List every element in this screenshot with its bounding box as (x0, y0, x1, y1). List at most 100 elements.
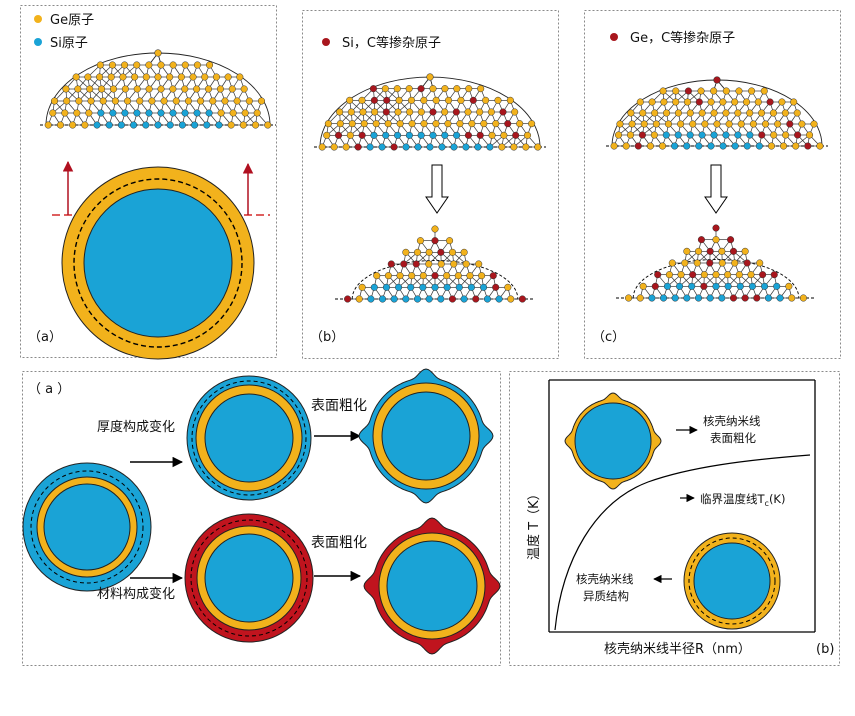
si-atom (203, 121, 211, 129)
ge-atom (160, 97, 168, 105)
ge-atom (741, 247, 749, 255)
ge-atom (108, 61, 117, 69)
transition-arrow-c (704, 164, 728, 214)
ge-atom (431, 225, 439, 233)
ge-atom (769, 109, 778, 117)
si-core (381, 391, 471, 481)
ge-atom (700, 271, 708, 279)
ge-atom (142, 73, 150, 81)
x-axis-label: 核壳纳米线半径R（nm） (604, 642, 751, 657)
ge-atom (221, 97, 229, 105)
ge-atom (336, 120, 344, 128)
ge-atom (395, 96, 403, 104)
bottom-a-label: （ a ） (28, 382, 70, 397)
si-atom (390, 295, 398, 303)
si-atom (651, 282, 659, 290)
ge-atom (402, 248, 410, 256)
ge-atom (788, 294, 796, 302)
ge-atom (610, 142, 618, 150)
dopant-atom (334, 131, 343, 139)
hollow-down-arrow (704, 164, 728, 214)
ge-atom (651, 109, 659, 117)
rough-cross-section-si (358, 368, 494, 504)
ge-atom (622, 142, 630, 150)
ge-atom (358, 96, 366, 104)
ge-atom (693, 259, 701, 267)
si-atom (97, 109, 105, 117)
ge-atom (724, 271, 732, 279)
si-atom (464, 131, 472, 139)
ge-atom (197, 97, 205, 105)
ge-atom (737, 120, 745, 128)
panel-top-b-frame (302, 10, 559, 359)
si-atom (382, 131, 390, 139)
ge-atom (731, 98, 739, 106)
ge-atom (406, 108, 414, 116)
ge-atom (169, 61, 177, 69)
ge-atom (488, 131, 496, 139)
ge-atom (453, 85, 461, 93)
si-atom (130, 121, 138, 129)
ge-atom (224, 73, 232, 81)
ge-atom (99, 97, 107, 105)
si-atom (378, 143, 386, 151)
si-atom (674, 131, 682, 139)
ge-atom (652, 120, 660, 128)
ge-atom (87, 97, 95, 105)
ge-atom (665, 271, 673, 279)
dopant-atom (469, 96, 477, 104)
ge-atom (86, 85, 94, 93)
ge-atom (107, 73, 115, 81)
dopant-atom (706, 259, 714, 267)
ge-atom (805, 131, 814, 139)
si-atom (719, 142, 727, 150)
ge-atom (664, 120, 673, 128)
si-atom (683, 294, 691, 302)
si-atom (758, 131, 766, 139)
legend-dopant-c-text: Ge，C等掺杂原子 (630, 30, 735, 46)
si-atom (414, 143, 422, 151)
dopant-atom (387, 260, 395, 268)
ge-atom (425, 260, 433, 268)
legend-si-text: Si原子 (50, 36, 88, 51)
ge-atom (689, 120, 697, 128)
ge-atom (816, 142, 824, 150)
ge-atom (639, 282, 647, 290)
si-atom (755, 142, 763, 150)
ge-atom (204, 85, 213, 93)
ge-atom (136, 97, 144, 105)
ge-atom (318, 143, 326, 151)
si-atom (154, 121, 162, 129)
hetero-label-line2: 异质结构 (583, 589, 629, 603)
si-atom (431, 283, 439, 291)
si-atom (492, 283, 500, 291)
ge-atom (121, 61, 129, 69)
ge-atom (359, 108, 367, 116)
dopant-atom (383, 96, 391, 104)
si-atom (181, 109, 189, 117)
ge-atom (154, 73, 162, 81)
ge-atom (240, 85, 248, 93)
si-atom (722, 131, 730, 139)
ge-atom (355, 295, 363, 303)
ge-atom (56, 121, 64, 129)
ge-atom (124, 97, 132, 105)
ge-atom (785, 282, 793, 290)
ge-atom (793, 109, 801, 117)
si-atom (379, 295, 387, 303)
si-atom (710, 131, 718, 139)
ge-atom (181, 61, 189, 69)
dopant-atom (743, 259, 751, 267)
ge-atom (444, 96, 453, 104)
ge-atom (371, 108, 379, 116)
ge-atom (767, 142, 776, 150)
ge-atom (166, 73, 174, 81)
legend-dopant-c: Ge，C等掺杂原子 (610, 30, 735, 46)
ge-atom (511, 108, 519, 116)
dopant-atom (786, 120, 794, 128)
roughening-bottom-label: 表面粗化 (311, 535, 367, 551)
si-atom (405, 131, 413, 139)
ge-atom (718, 259, 726, 267)
si-atom (724, 282, 732, 290)
si-atom (761, 282, 769, 290)
